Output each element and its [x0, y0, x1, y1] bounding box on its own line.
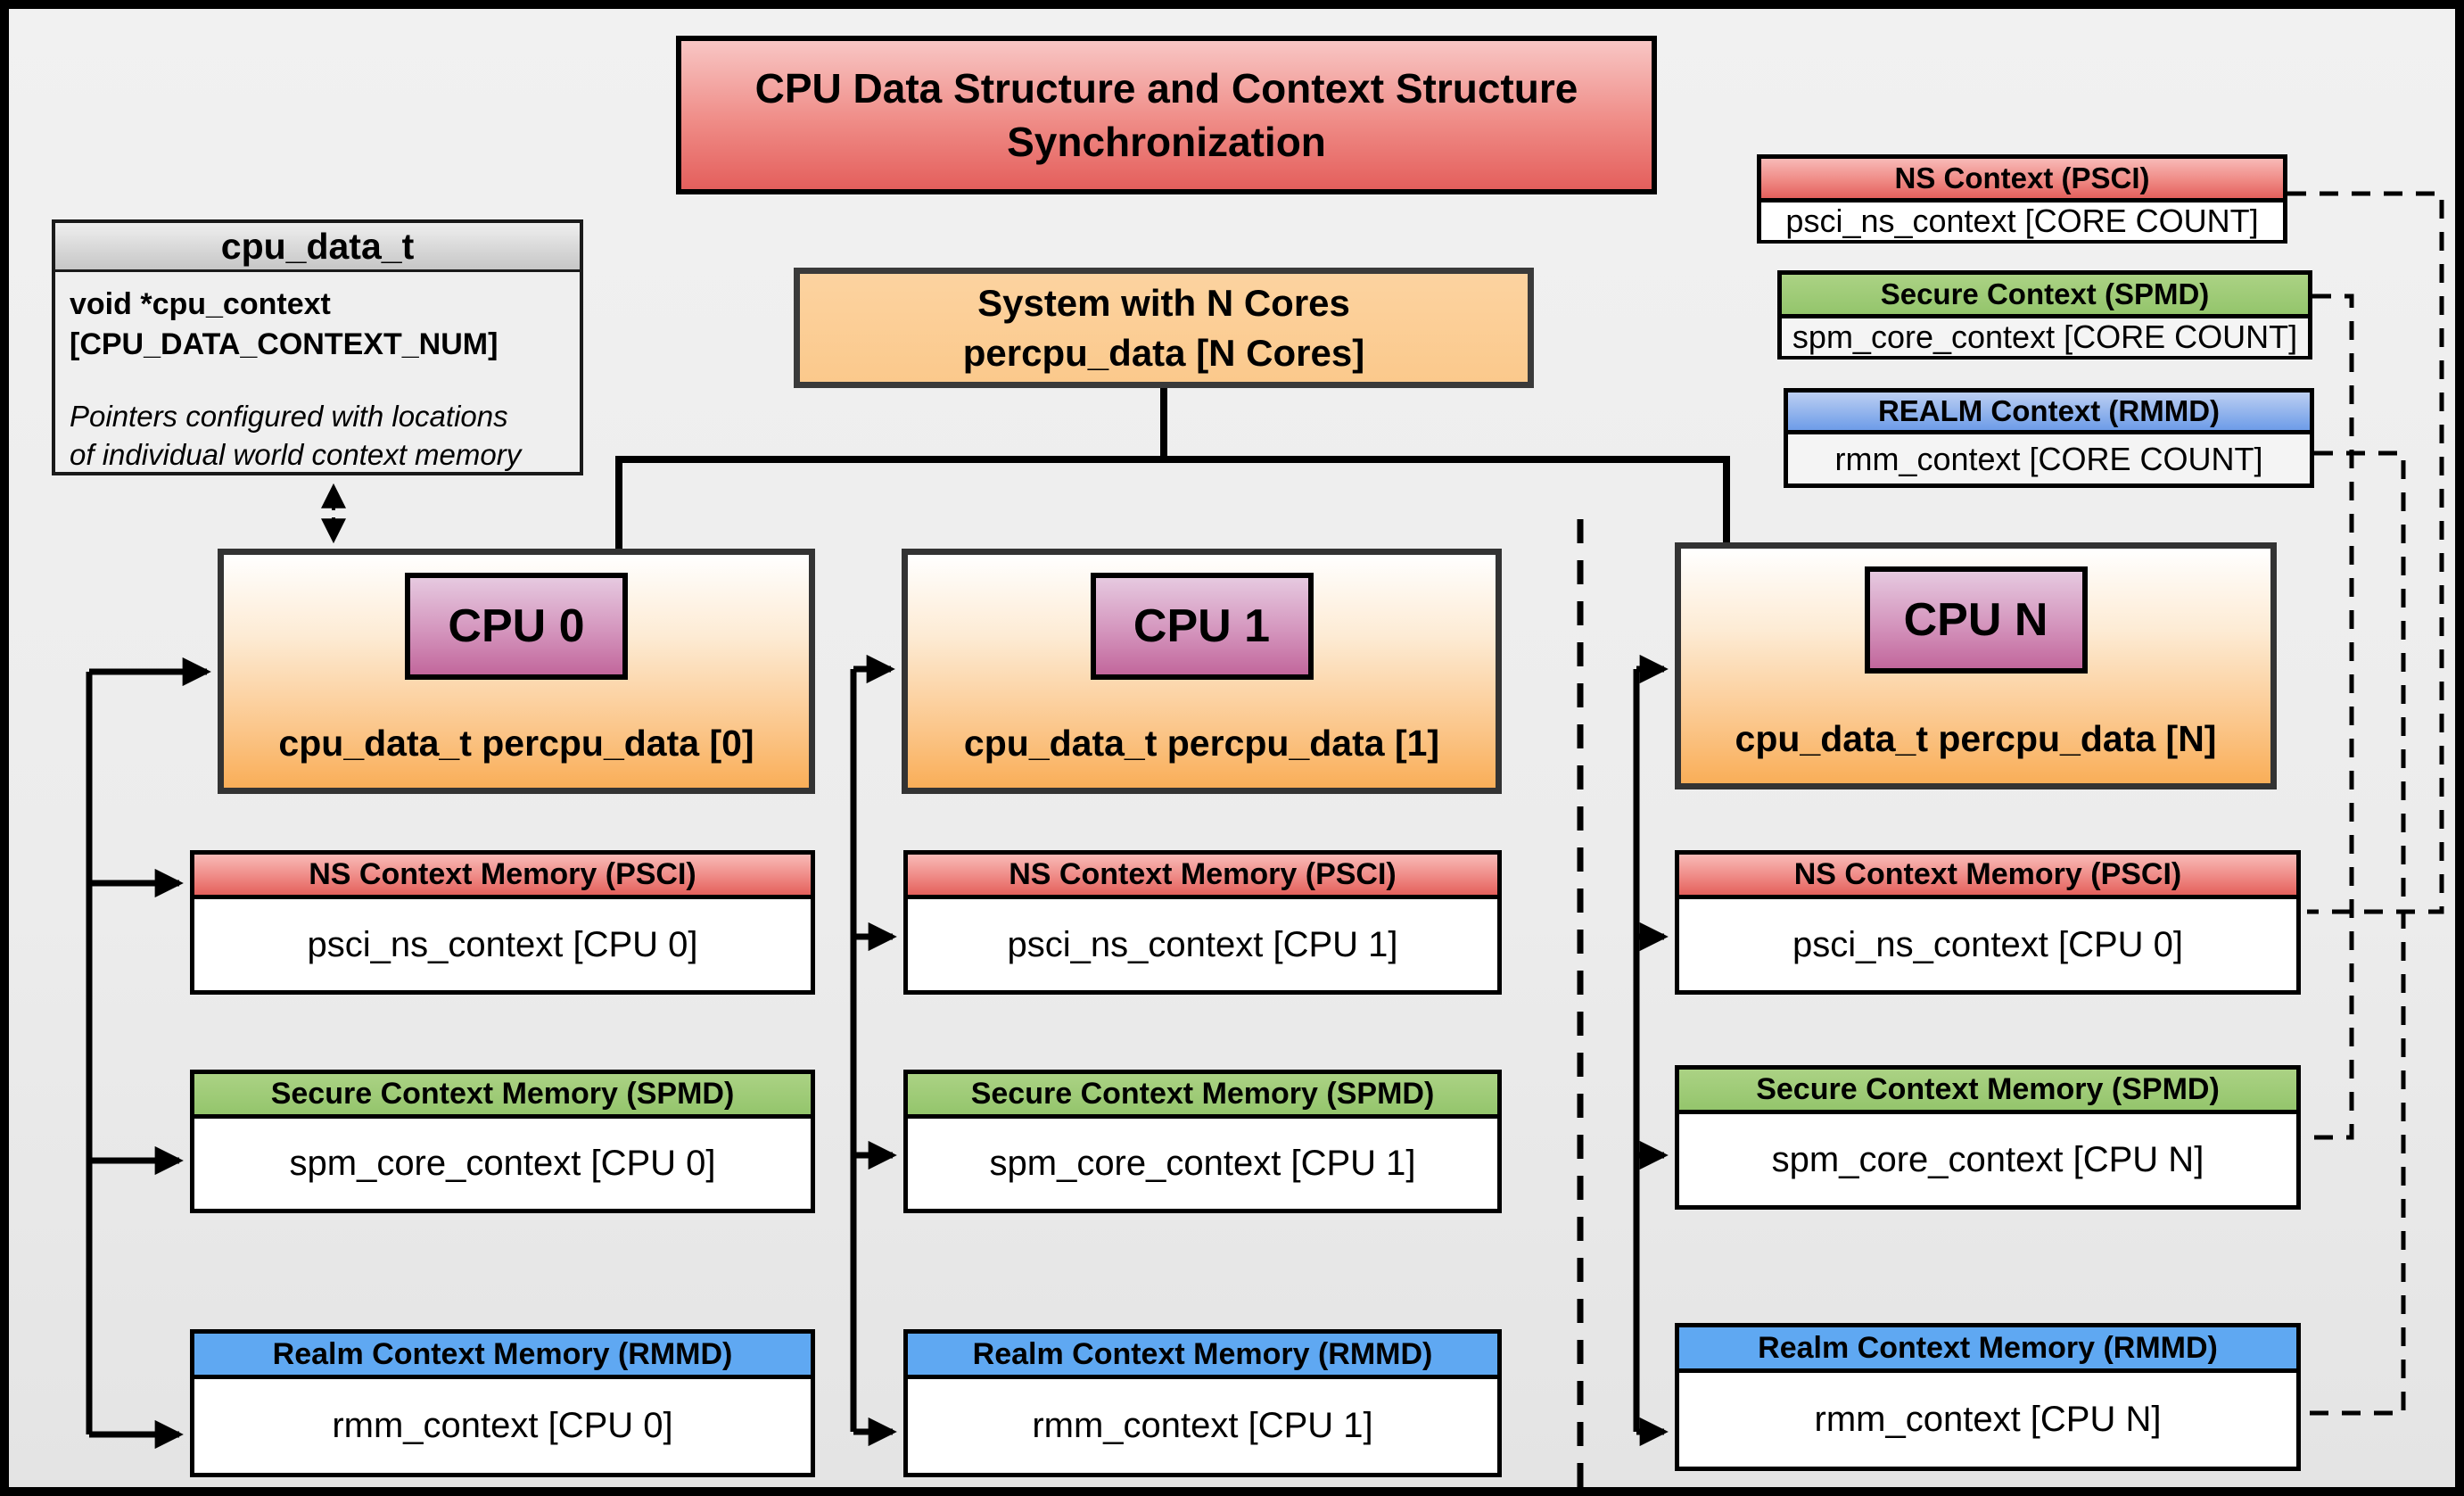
- cpun-secure-body: spm_core_context [CPU N]: [1679, 1114, 2296, 1205]
- cpu0-ns-header: NS Context Memory (PSCI): [194, 855, 811, 899]
- realm-legend-dashed-link: [2307, 450, 2406, 1416]
- cpu0-ns-body: psci_ns_context [CPU 0]: [194, 899, 811, 990]
- cpu-data-t-title: cpu_data_t: [55, 223, 580, 272]
- legend-ns-body: psci_ns_context [CORE COUNT]: [1761, 202, 2283, 240]
- legend-secure-context: Secure Context (SPMD) spm_core_context […: [1777, 270, 2312, 360]
- cpu-data-t-field-line2: [CPU_DATA_CONTEXT_NUM]: [70, 327, 499, 361]
- cpu1-realm-header: Realm Context Memory (RMMD): [908, 1334, 1497, 1379]
- cpu1-ns-body: psci_ns_context [CPU 1]: [908, 899, 1497, 990]
- cpun-chip: CPU N: [1864, 566, 2088, 674]
- cpu0-realm-body: rmm_context [CPU 0]: [194, 1379, 811, 1473]
- cpun-realm-context-box: Realm Context Memory (RMMD) rmm_context …: [1675, 1323, 2301, 1471]
- cpu0-secure-header: Secure Context Memory (SPMD): [194, 1074, 811, 1119]
- cpu0-pointer-rail: [86, 657, 211, 1450]
- diagram-title: CPU Data Structure and Context Structure…: [676, 36, 1657, 194]
- cpu1-secure-header: Secure Context Memory (SPMD): [908, 1074, 1497, 1119]
- cpu-data-t-field-line1: void *cpu_context: [70, 287, 331, 321]
- cpun-ns-header: NS Context Memory (PSCI): [1679, 855, 2296, 899]
- system-box-line2: percpu_data [N Cores]: [962, 331, 1365, 374]
- cpu-data-t-note: Pointers configured with locations of in…: [70, 397, 565, 474]
- cpu-data-t-body: void *cpu_context [CPU_DATA_CONTEXT_NUM]…: [55, 272, 580, 474]
- cpun-ns-context-box: NS Context Memory (PSCI) psci_ns_context…: [1675, 850, 2301, 995]
- cpu0-chip: CPU 0: [405, 573, 628, 680]
- connector-lines: [86, 191, 2444, 1487]
- cpu0-realm-context-box: Realm Context Memory (RMMD) rmm_context …: [190, 1329, 815, 1477]
- cpu-data-t-note-line1: Pointers configured with locations: [70, 400, 508, 433]
- cpu0-secure-body: spm_core_context [CPU 0]: [194, 1119, 811, 1209]
- cpun-pointer-rail: [1633, 654, 1669, 1447]
- ns-legend-dashed-link: [2287, 191, 2444, 914]
- cpu1-pointer-rail: [850, 654, 897, 1447]
- cpu1-secure-body: spm_core_context [CPU 1]: [908, 1119, 1497, 1209]
- cpu0-realm-header: Realm Context Memory (RMMD): [194, 1334, 811, 1379]
- cpu1-ns-header: NS Context Memory (PSCI): [908, 855, 1497, 899]
- cpun-realm-body: rmm_context [CPU N]: [1679, 1373, 2296, 1467]
- cpu1-box: CPU 1 cpu_data_t percpu_data [1]: [902, 549, 1502, 794]
- cpu1-caption: cpu_data_t percpu_data [1]: [963, 723, 1440, 764]
- cpun-secure-context-box: Secure Context Memory (SPMD) spm_core_co…: [1675, 1065, 2301, 1210]
- cpun-realm-header: Realm Context Memory (RMMD): [1679, 1327, 2296, 1373]
- cpu0-caption: cpu_data_t percpu_data [0]: [278, 723, 754, 764]
- cpu1-secure-context-box: Secure Context Memory (SPMD) spm_core_co…: [903, 1070, 1502, 1213]
- cpu1-ns-context-box: NS Context Memory (PSCI) psci_ns_context…: [903, 850, 1502, 995]
- cpu1-realm-body: rmm_context [CPU 1]: [908, 1379, 1497, 1473]
- cpu0-secure-context-box: Secure Context Memory (SPMD) spm_core_co…: [190, 1070, 815, 1213]
- cpu0-box: CPU 0 cpu_data_t percpu_data [0]: [218, 549, 815, 794]
- cpu1-chip: CPU 1: [1090, 573, 1314, 680]
- legend-realm-header: REALM Context (RMMD): [1788, 393, 2310, 434]
- legend-realm-body: rmm_context [CORE COUNT]: [1788, 434, 2310, 484]
- cpu1-realm-context-box: Realm Context Memory (RMMD) rmm_context …: [903, 1329, 1502, 1477]
- cpu-data-t-note-line2: of individual world context memory: [70, 438, 522, 471]
- system-box-line1: System with N Cores: [977, 281, 1350, 324]
- cpun-ns-body: psci_ns_context [CPU 0]: [1679, 899, 2296, 990]
- legend-secure-header: Secure Context (SPMD): [1782, 275, 2308, 318]
- system-box: System with N Cores percpu_data [N Cores…: [794, 268, 1534, 388]
- cpun-secure-header: Secure Context Memory (SPMD): [1679, 1070, 2296, 1114]
- diagram-title-text: CPU Data Structure and Context Structure…: [754, 65, 1578, 165]
- cpun-box: CPU N cpu_data_t percpu_data [N]: [1675, 542, 2277, 789]
- legend-realm-context: REALM Context (RMMD) rmm_context [CORE C…: [1784, 388, 2314, 488]
- secure-legend-dashed-link: [2307, 293, 2354, 1140]
- legend-ns-header: NS Context (PSCI): [1761, 159, 2283, 202]
- legend-secure-body: spm_core_context [CORE COUNT]: [1782, 318, 2308, 356]
- system-branch-lines: [615, 388, 1730, 552]
- legend-ns-context: NS Context (PSCI) psci_ns_context [CORE …: [1757, 154, 2287, 244]
- cpu-data-t-box: cpu_data_t void *cpu_context [CPU_DATA_C…: [52, 219, 583, 475]
- cpun-caption: cpu_data_t percpu_data [N]: [1735, 718, 2217, 759]
- cpu0-ns-context-box: NS Context Memory (PSCI) psci_ns_context…: [190, 850, 815, 995]
